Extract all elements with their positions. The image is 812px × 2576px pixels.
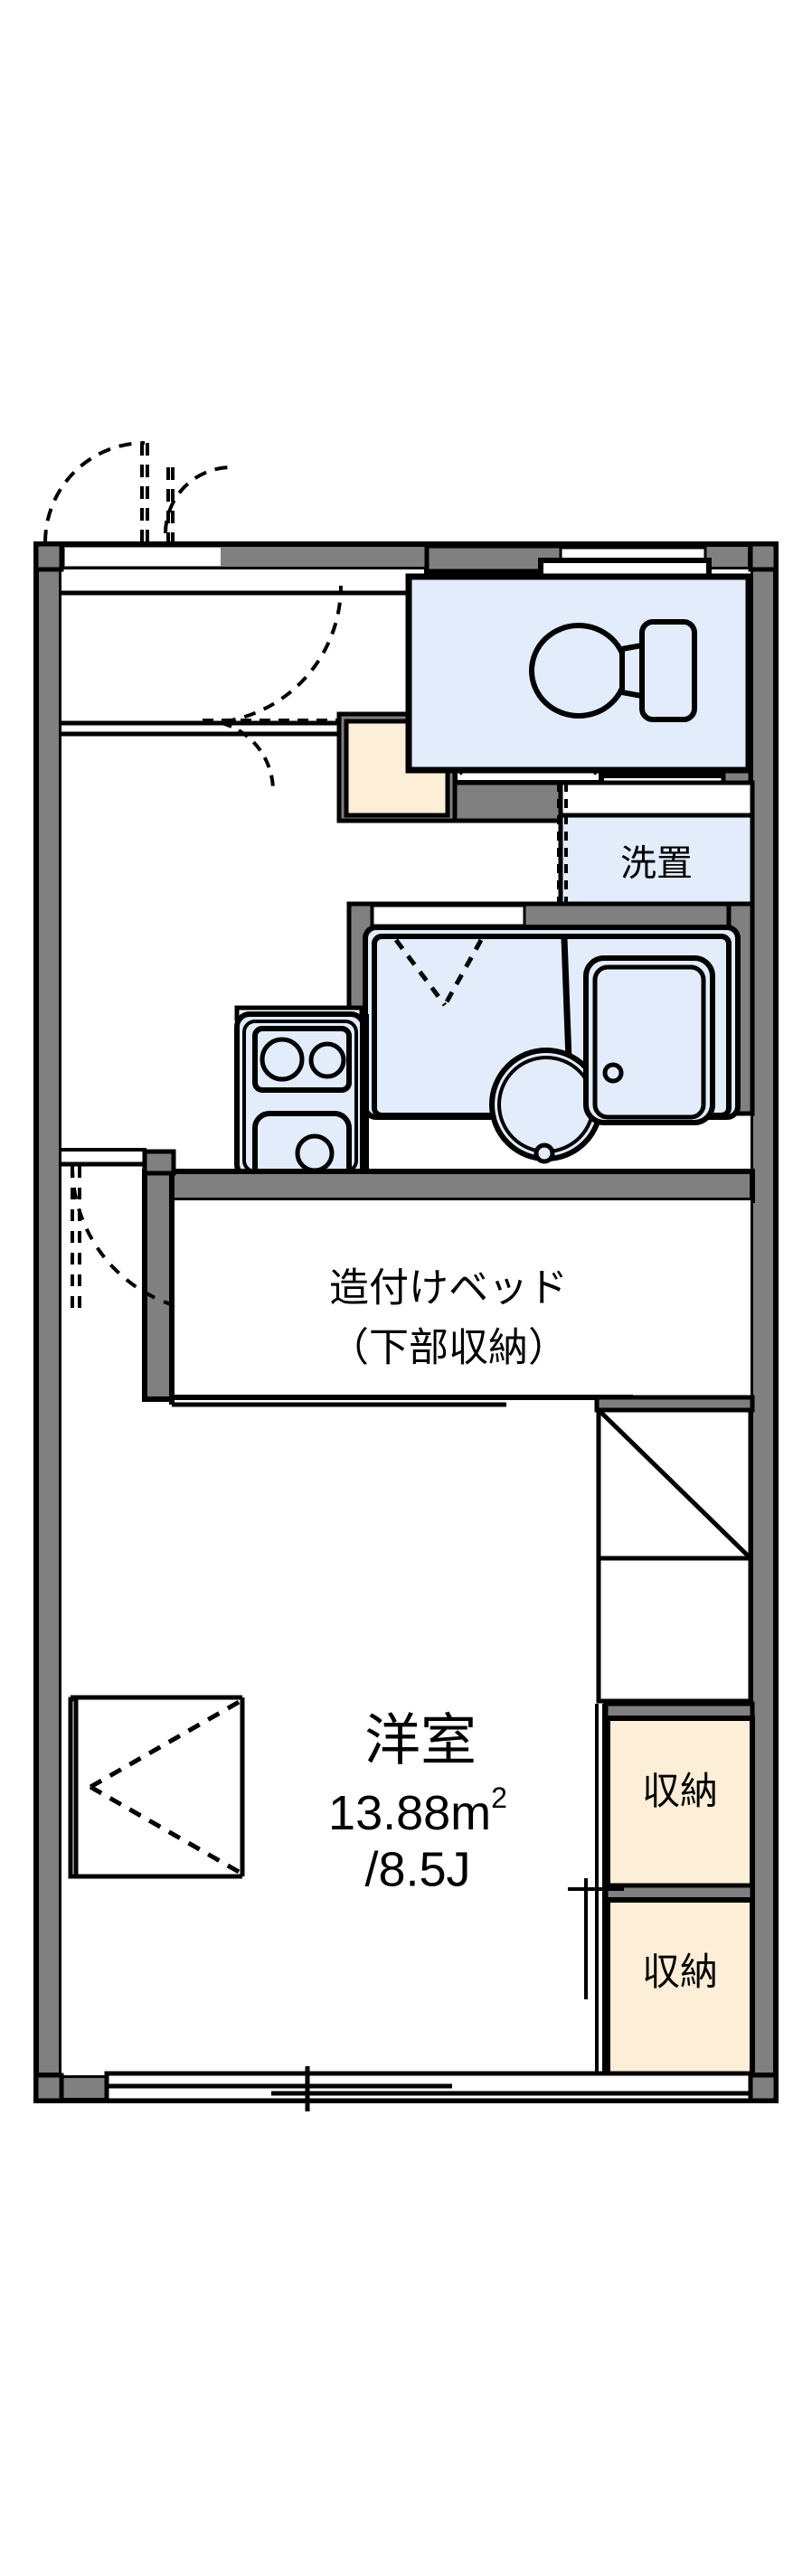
toilet-tank [639,619,697,722]
storage-upper-label-1: 収納 [642,1770,718,1812]
main-room: 洋室 13.88m2 /8.5J [328,1709,507,1896]
wall-corner-caps [33,541,779,2103]
corner-br [748,2073,779,2103]
storage-closets: 収納 収納 [568,1701,755,2078]
corner-bl [33,2073,64,2103]
storage-door-tracks [568,1704,624,2075]
second-door-arc [164,465,232,534]
sink-drain [295,1133,335,1173]
shoe-cabinet-door-swing [203,585,343,725]
bath-swing-a [394,938,447,1007]
washer-top-shelf [558,780,755,818]
stove-burner-large [260,1037,305,1082]
left-window-swing [89,1698,242,1876]
entry-door-arc [43,441,146,543]
washer-space: 洗置 [557,780,755,912]
upper-closet-diagonal [597,1408,752,1560]
upper-closet [594,1395,755,1704]
bathtub-inner [592,964,706,1120]
bottom-window [104,2066,753,2111]
left-swing-b [89,1784,242,1876]
main-room-area-sup: 2 [491,1782,507,1814]
genkan-door-swing [202,719,340,792]
unit-bath [346,901,755,1164]
storage-upper-box [605,1716,755,1904]
wall-kitchen-notch [142,1149,176,1176]
main-room-area-value: 13.88m [328,1786,491,1840]
stove-burner-small [308,1041,346,1079]
bathtub-drain [602,1062,624,1084]
corner-tr [748,541,779,572]
hall-door-arc [203,585,343,725]
kitchen-right-lines [360,1014,369,1182]
left-window-gap [61,1699,71,1876]
washer-door-dashes [557,783,568,909]
kitchen [234,1005,369,1185]
bath-door-opening [371,904,526,927]
washer-label: 洗置 [620,844,693,884]
bath-swing-b [442,938,484,1007]
washbasin-inner [497,1056,595,1153]
toilet-neck [619,642,645,700]
bed-label-line1: 造付けベッド [329,1266,568,1311]
left-window [61,1695,245,1879]
main-room-tatami: /8.5J [364,1842,470,1896]
exterior-door-leaves [140,443,175,544]
toilet-bowl [529,623,628,719]
bed-label-line2: （下部収納） [329,1326,568,1370]
main-room-area: 13.88m2 [328,1782,507,1840]
bath-door-swing [394,938,484,1007]
wall-bed-left [142,1169,175,1402]
corner-tl [33,541,64,572]
wall-kitchen-bottom [142,1169,755,1203]
exterior-door-swings [43,441,232,543]
entry-door-opening [65,546,221,568]
toilet-room [405,573,752,774]
bed-area-floor [172,1200,751,1399]
built-in-bed-area: 造付けベッド （下部収納） [169,1200,751,1407]
main-room-name: 洋室 [364,1709,477,1772]
left-swing-a [89,1698,242,1790]
washbasin-drain [533,1142,555,1164]
left-window-sash [68,1697,79,1879]
genkan-door-arc2 [202,719,275,792]
storage-lower-label-1: 収納 [642,1951,718,1993]
wall-left [33,541,64,2103]
closet-middle-box [596,1556,753,1704]
interior-walls [61,1148,755,1402]
